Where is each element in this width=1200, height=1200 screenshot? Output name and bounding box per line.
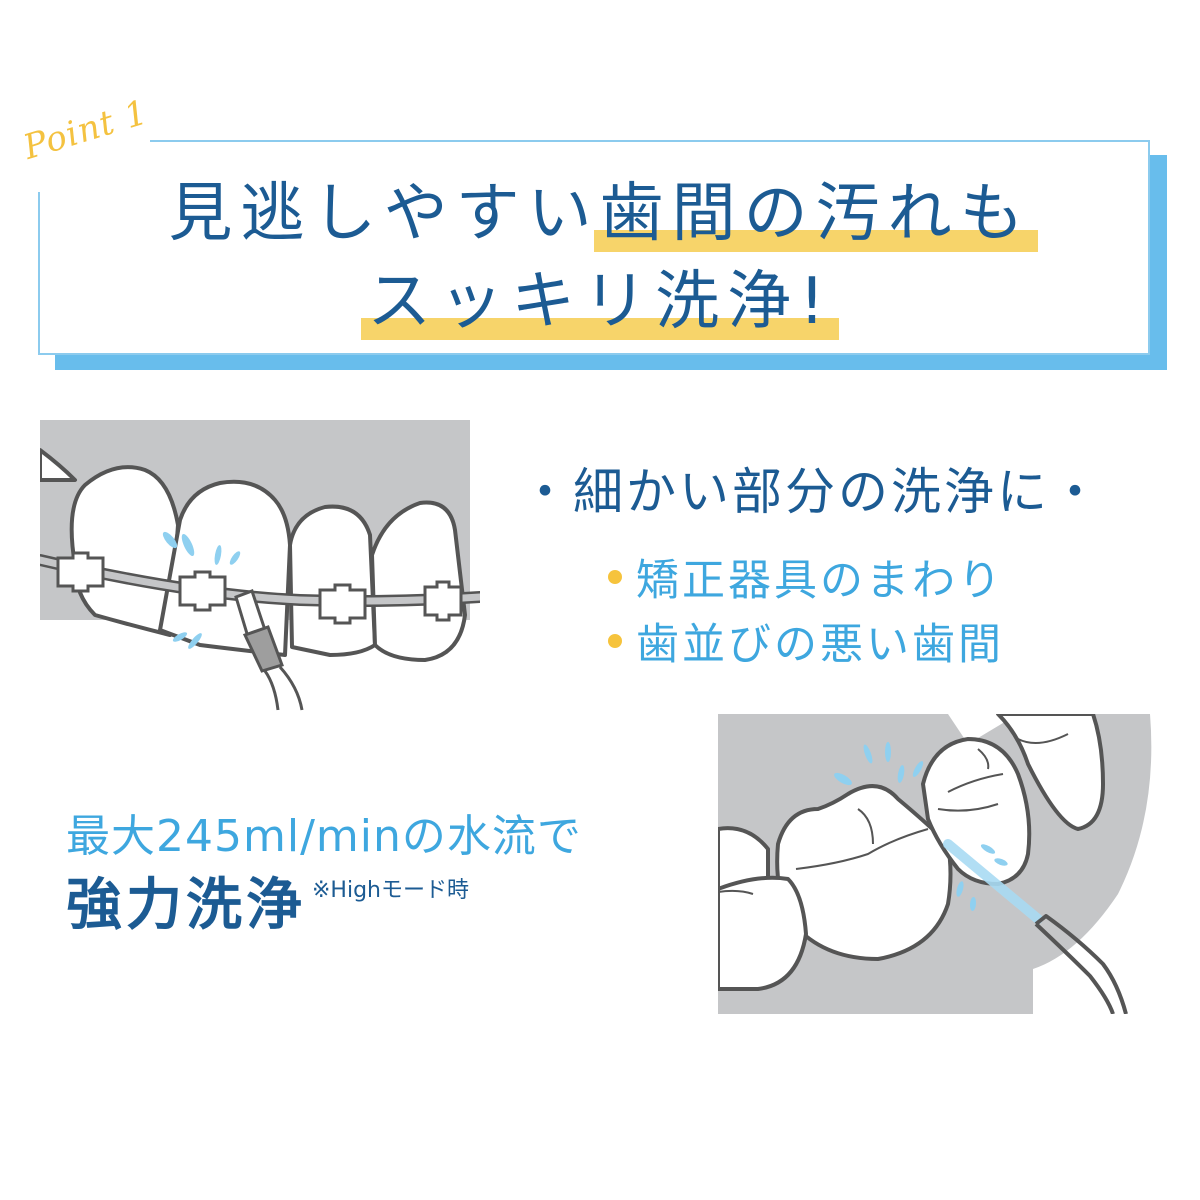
- bullet-dot-icon: [608, 570, 622, 584]
- headline-highlight-1: 歯間の汚れも: [593, 177, 1038, 252]
- features-list: 矯正器具のまわり 歯並びの悪い歯間: [608, 545, 1004, 673]
- bullet-dot-icon: [608, 634, 622, 648]
- water-splash-icon: [834, 742, 1008, 911]
- list-item-label: 歯並びの悪い歯間: [636, 620, 1004, 670]
- braces-illustration: [40, 420, 480, 711]
- frame-gap: [30, 132, 150, 192]
- list-item: 歯並びの悪い歯間: [608, 609, 1004, 673]
- headline-line-1: 見逃しやすい歯間の汚れも: [0, 177, 1200, 252]
- features-heading: ・細かい部分の洗浄に・: [520, 463, 1103, 521]
- water-splash-icon: [162, 531, 241, 649]
- high-mode-note: ※Highモード時: [312, 878, 469, 903]
- list-item-label: 矯正器具のまわり: [636, 556, 1004, 606]
- headline-line-2: スッキリ洗浄!: [0, 265, 1200, 340]
- headline-highlight-2: スッキリ洗浄!: [361, 265, 839, 340]
- flow-rate-text: 最大245ml/minの水流で: [66, 811, 582, 862]
- molars-illustration: [718, 714, 1152, 1014]
- list-item: 矯正器具のまわり: [608, 545, 1004, 609]
- headline-plain: 見逃しやすい: [168, 177, 600, 251]
- strong-cleaning-text: 強力洗浄: [66, 873, 306, 938]
